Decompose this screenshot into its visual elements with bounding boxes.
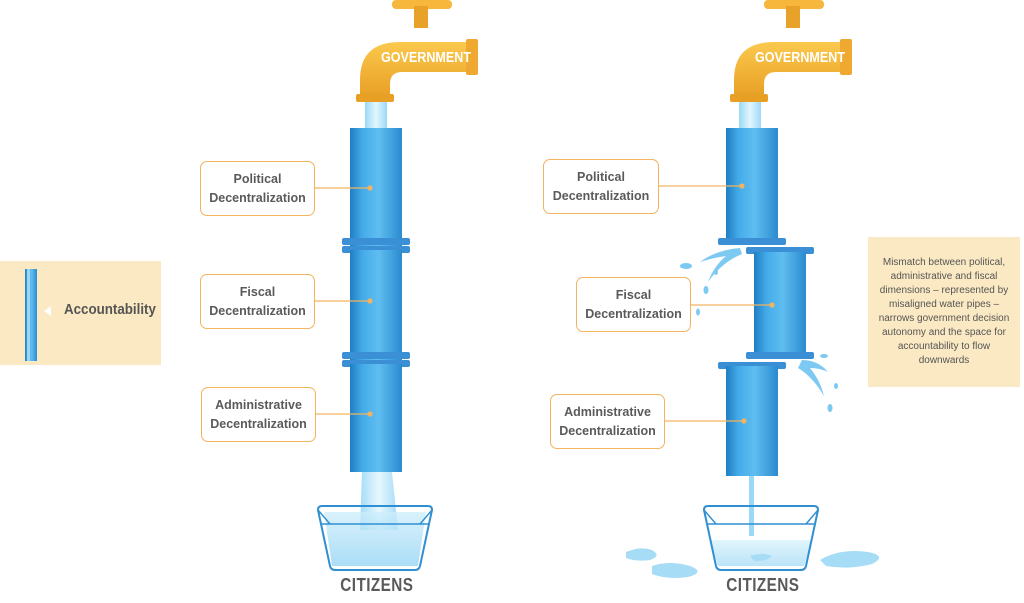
mismatch-note: Mismatch between political, administrati… xyxy=(868,237,1020,387)
right-label-political-line1: Political xyxy=(577,169,625,184)
legend-panel: Accountability xyxy=(0,261,161,365)
left-label-fiscal-line2: Decentralization xyxy=(209,303,306,318)
left-pipe-fiscal xyxy=(350,250,402,360)
leak-splash-lower xyxy=(798,354,838,412)
right-label-fiscal: Fiscal Decentralization xyxy=(576,277,691,332)
left-label-fiscal: Fiscal Decentralization xyxy=(200,274,315,329)
left-tap xyxy=(356,0,478,130)
right-flange-2 xyxy=(746,352,814,359)
right-connectors xyxy=(659,183,775,424)
left-label-political-line2: Decentralization xyxy=(209,190,306,205)
mismatch-note-text: Mismatch between political, administrati… xyxy=(878,257,1010,366)
left-label-fiscal-line1: Fiscal xyxy=(239,284,276,299)
left-label-political-line1: Political xyxy=(233,171,282,186)
right-flange-1 xyxy=(718,238,786,245)
right-tap-spout xyxy=(734,42,846,98)
left-label-administrative-line2: Decentralization xyxy=(210,416,307,431)
left-citizens-label: CITIZENS xyxy=(340,575,414,595)
left-label-administrative: Administrative Decentralization xyxy=(201,387,316,442)
right-tap-handle xyxy=(764,0,824,9)
right-tap xyxy=(730,0,852,130)
right-label-political: Political Decentralization xyxy=(543,159,659,214)
left-label-political: Political Decentralization xyxy=(200,161,315,216)
left-pipe-political xyxy=(350,128,402,246)
right-basin xyxy=(702,505,820,571)
right-label-administrative: Administrative Decentralization xyxy=(550,394,665,449)
right-tap-label: GOVERNMENT xyxy=(755,49,845,66)
right-pipe-stack xyxy=(680,128,838,536)
left-connectors xyxy=(315,185,373,417)
right-label-fiscal-line1: Fiscal xyxy=(615,287,652,302)
left-label-administrative-line1: Administrative xyxy=(215,397,302,412)
left-flange-2 xyxy=(342,352,410,359)
legend-arrow-icon xyxy=(44,306,51,316)
right-label-administrative-line2: Decentralization xyxy=(559,423,656,438)
left-tap-label: GOVERNMENT xyxy=(381,49,471,66)
right-citizens-label: CITIZENS xyxy=(726,575,800,595)
right-label-administrative-line1: Administrative xyxy=(564,404,651,419)
legend-label: Accountability xyxy=(64,302,156,318)
left-tap-handle xyxy=(392,0,452,9)
leak-splash-upper xyxy=(680,248,742,316)
left-tap-water xyxy=(365,102,387,130)
left-basin xyxy=(316,505,434,571)
right-label-fiscal-line2: Decentralization xyxy=(585,306,682,321)
left-tap-spout xyxy=(360,42,472,98)
left-flange-1 xyxy=(342,238,410,245)
left-pipe-stack xyxy=(342,128,410,530)
right-label-political-line2: Decentralization xyxy=(552,188,650,203)
puddles xyxy=(626,548,880,578)
accountability-pipe-icon xyxy=(25,269,37,361)
left-pipe-administrative xyxy=(350,364,402,472)
right-tap-water xyxy=(739,102,761,130)
